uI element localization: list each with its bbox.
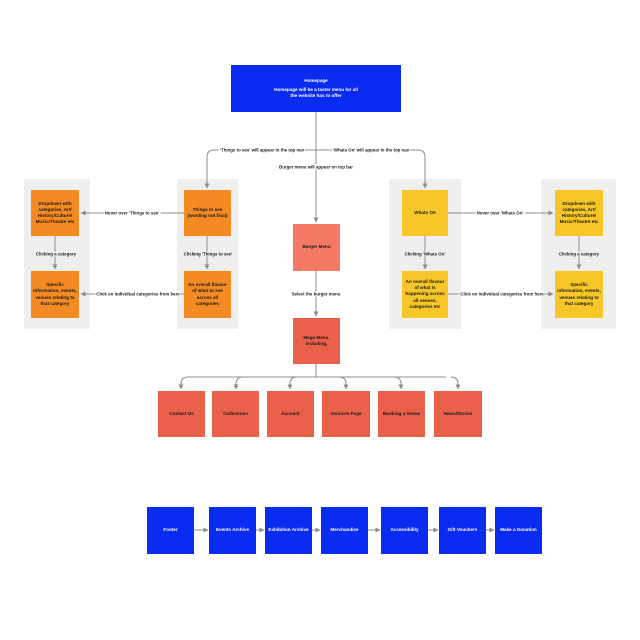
footer-item-accessibility[interactable]: Accessibility	[381, 507, 428, 554]
mega-item-booking-venue[interactable]: Booking a Venue	[378, 391, 425, 437]
label-whats-top-nav: 'Whats On' will appear in the top nav	[331, 147, 411, 153]
label-hover-whats: Hover over 'Whats On'	[475, 210, 525, 216]
footer-item-merchandise[interactable]: Merchandise	[321, 507, 368, 554]
overall-whats-node[interactable]: An overall flavour of what is happening …	[402, 271, 448, 318]
label-click-individual-left: Click on individual categories from here	[95, 291, 181, 297]
mega-item-contact-us[interactable]: Contact Us	[158, 391, 205, 437]
specific-left-node[interactable]: Specific information, events, venues rel…	[31, 271, 79, 318]
footer-item-events-archive[interactable]: Events Archive	[209, 507, 256, 554]
things-to-see-node[interactable]: Things to see (wording not final)	[184, 190, 231, 236]
label-burger-top-bar: Burger menu will appear on top bar	[278, 164, 354, 170]
mega-item-services-page[interactable]: Services Page	[322, 391, 370, 437]
homepage-title: Homepage	[304, 77, 328, 83]
label-clicking-category-left: Clicking a category	[34, 251, 78, 257]
mega-item-account[interactable]: Account	[267, 391, 314, 437]
label-select-burger: Select the burger menu	[290, 291, 342, 297]
dropdown-right-node[interactable]: Dropdown with categories, Art/ History/C…	[555, 190, 603, 236]
footer-item-footer[interactable]: Footer	[147, 507, 194, 554]
label-hover-things: Hover over 'Things to see'	[103, 210, 161, 216]
mega-item-news-stories[interactable]: News/Stories	[434, 391, 482, 437]
dropdown-left-node[interactable]: Dropdown with categories, Art/ History/C…	[31, 190, 79, 236]
burger-menu-node[interactable]: Burger Menu	[293, 224, 340, 271]
label-clicking-whats: Clicking 'Whats On'	[403, 251, 447, 257]
overall-things-node[interactable]: An overall flavour of what to see across…	[184, 271, 231, 318]
label-things-top-nav: 'Things to see' will appear in the top n…	[218, 147, 306, 153]
footer-item-gift-vouchers[interactable]: Gift Vouchers	[439, 507, 486, 554]
footer-item-make-donation[interactable]: Make a Donation	[495, 507, 542, 554]
homepage-node[interactable]: Homepage Homepage will be a taster menu …	[231, 65, 401, 112]
label-clicking-things: Clicking 'Things to see'	[182, 251, 234, 257]
edge-home-whats	[316, 149, 428, 189]
specific-right-node[interactable]: Specific information, events, venues rel…	[555, 271, 603, 318]
edge-home-things	[204, 149, 316, 189]
whats-on-node[interactable]: Whats On	[402, 190, 448, 236]
homepage-desc: Homepage will be a taster menu for all t…	[274, 86, 358, 99]
label-click-individual-right: Click on individual categories from here	[459, 291, 545, 297]
footer-item-exhibition-archive[interactable]: Exhibition Archive	[265, 507, 312, 554]
label-clicking-category-right: Clicking a category	[557, 251, 601, 257]
mega-menu-node[interactable]: Mega Menu, including,	[293, 318, 340, 364]
mega-item-collections[interactable]: Collections	[212, 391, 259, 437]
